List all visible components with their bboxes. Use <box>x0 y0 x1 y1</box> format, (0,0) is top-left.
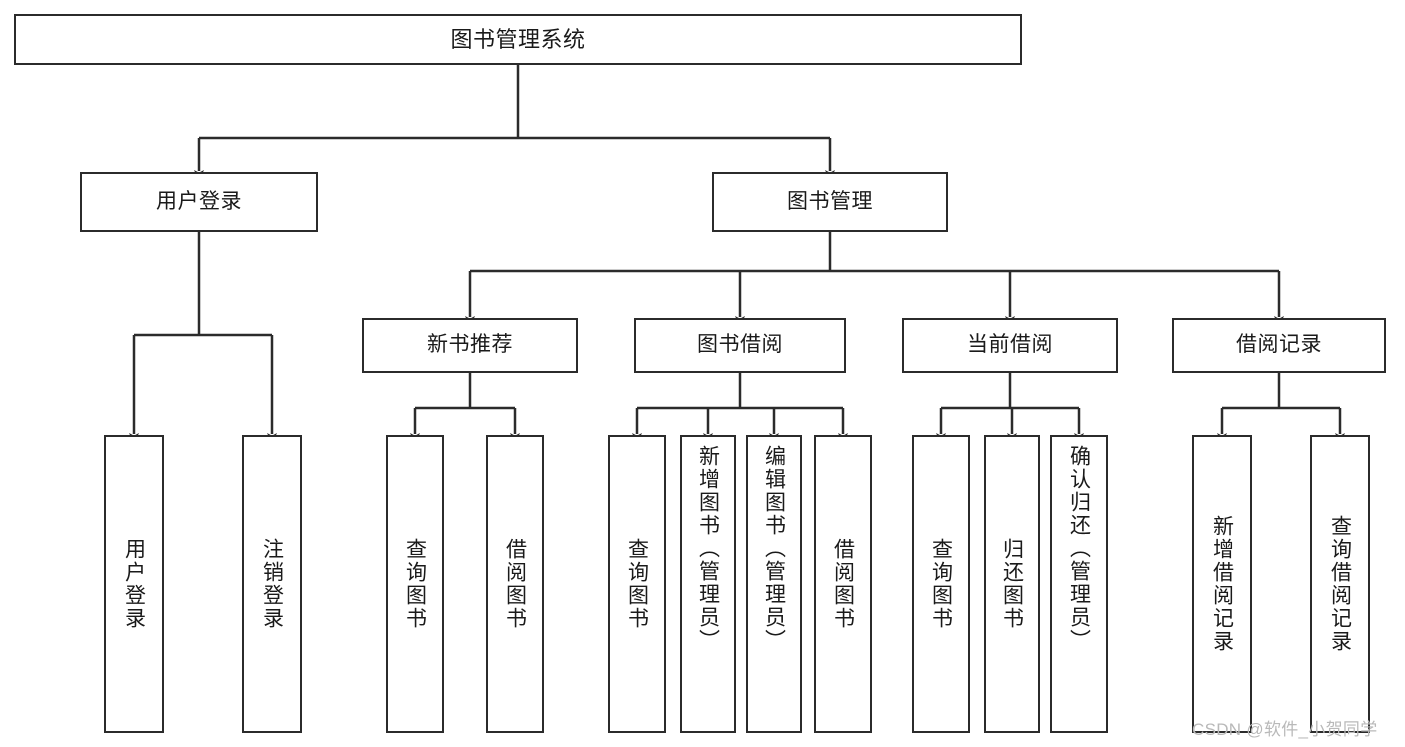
node-label: 查询图书 <box>929 538 953 630</box>
node-label: 图书管理系统 <box>450 26 586 52</box>
node-label: 图书借阅 <box>697 333 783 357</box>
node-label: 归还图书 <box>1000 538 1024 630</box>
node-label: 编辑图书（管理员） <box>762 445 786 652</box>
node-label: 查询图书 <box>625 538 649 630</box>
node-label: 新增借阅记录 <box>1210 515 1234 653</box>
node-leaf-user-login[interactable]: 用户登录 <box>104 435 164 733</box>
node-current-borrow[interactable]: 当前借阅 <box>902 318 1118 373</box>
node-label: 新书推荐 <box>427 333 513 357</box>
node-label: 注销登录 <box>260 538 284 630</box>
node-leaf-confirm[interactable]: 确认归还（管理员） <box>1050 435 1108 733</box>
node-label: 确认归还（管理员） <box>1067 445 1091 652</box>
node-book-manage[interactable]: 图书管理 <box>712 172 948 232</box>
node-leaf-borrow-2[interactable]: 借阅图书 <box>814 435 872 733</box>
node-leaf-add-book[interactable]: 新增图书（管理员） <box>680 435 736 733</box>
node-leaf-query-1[interactable]: 查询图书 <box>386 435 444 733</box>
node-leaf-query-2[interactable]: 查询图书 <box>608 435 666 733</box>
node-label: 借阅图书 <box>831 538 855 630</box>
tree-edges <box>129 65 1345 444</box>
node-label: 查询借阅记录 <box>1328 515 1352 653</box>
node-leaf-return[interactable]: 归还图书 <box>984 435 1040 733</box>
node-label: 查询图书 <box>403 538 427 630</box>
node-label: 借阅记录 <box>1236 333 1322 357</box>
node-leaf-query-rec[interactable]: 查询借阅记录 <box>1310 435 1370 733</box>
node-leaf-add-rec[interactable]: 新增借阅记录 <box>1192 435 1252 733</box>
node-label: 当前借阅 <box>967 333 1053 357</box>
node-book-borrow[interactable]: 图书借阅 <box>634 318 846 373</box>
node-new-book-rec[interactable]: 新书推荐 <box>362 318 578 373</box>
node-leaf-edit-book[interactable]: 编辑图书（管理员） <box>746 435 802 733</box>
node-user-login[interactable]: 用户登录 <box>80 172 318 232</box>
node-label: 用户登录 <box>156 189 242 213</box>
node-leaf-logout[interactable]: 注销登录 <box>242 435 302 733</box>
node-leaf-query-3[interactable]: 查询图书 <box>912 435 970 733</box>
node-leaf-borrow-1[interactable]: 借阅图书 <box>486 435 544 733</box>
node-root[interactable]: 图书管理系统 <box>14 14 1022 65</box>
node-label: 借阅图书 <box>503 538 527 630</box>
node-label: 图书管理 <box>787 189 873 213</box>
node-label: 新增图书（管理员） <box>696 445 720 652</box>
node-borrow-record[interactable]: 借阅记录 <box>1172 318 1386 373</box>
node-label: 用户登录 <box>122 538 146 630</box>
